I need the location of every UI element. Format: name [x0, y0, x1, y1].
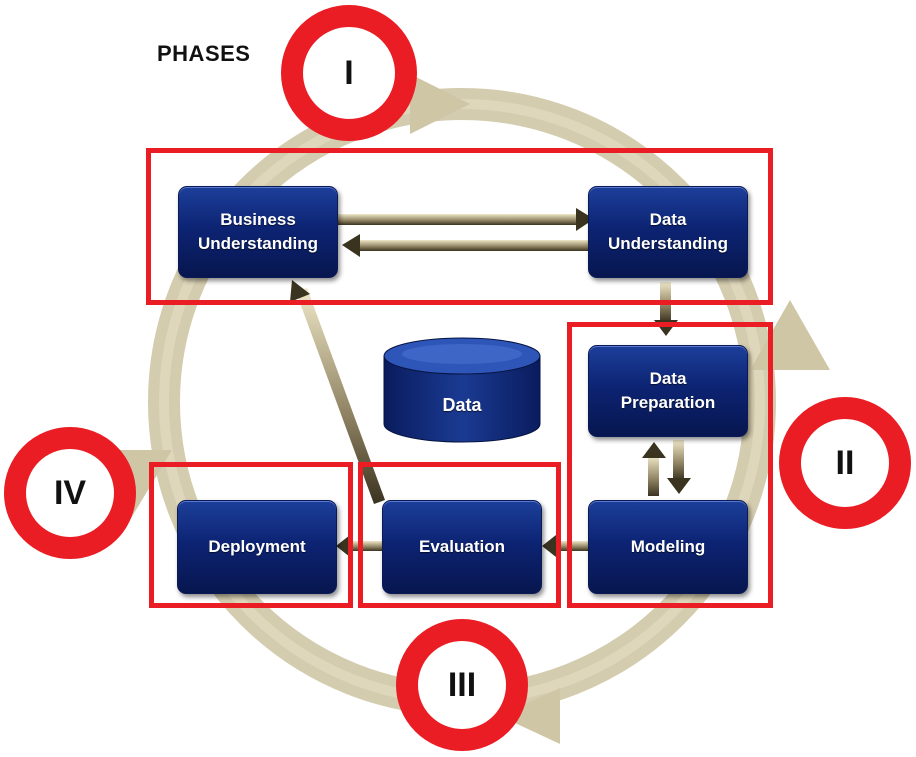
ring-arrowhead-bottom [500, 688, 560, 744]
phase-frame-1 [146, 148, 773, 305]
phase-badge-4: IV [4, 427, 136, 559]
arrow-modeling-to-preparation [648, 456, 659, 496]
phase-frame-4 [149, 462, 353, 608]
phase-badge-1: I [281, 5, 417, 141]
phase-frame-3 [358, 462, 561, 608]
step-deployment: Deployment [177, 500, 337, 594]
ring-arrowhead-top [410, 74, 470, 134]
arrow-modeling-to-evaluation [556, 541, 590, 551]
arrow-business-to-data [336, 214, 576, 225]
arrow-preparation-to-modeling [673, 440, 684, 480]
phase-badge-2: II [779, 397, 911, 529]
step-modeling: Modeling [588, 500, 748, 594]
data-store-cylinder [383, 337, 541, 443]
phases-title: PHASES [157, 41, 251, 66]
step-connectors [290, 208, 691, 557]
data-store-label: Data [442, 395, 482, 415]
step-data-preparation: Data Preparation [588, 345, 748, 437]
arrow-data-to-business [360, 240, 590, 251]
step-business-understanding: Business Understanding [178, 186, 338, 278]
step-evaluation: Evaluation [382, 500, 542, 594]
phase-badge-3: III [396, 619, 528, 751]
phase-frame-2 [567, 322, 773, 608]
step-data-understanding: Data Understanding [588, 186, 748, 278]
arrow-evaluation-to-deployment [344, 541, 384, 551]
arrow-evaluation-to-business [296, 288, 385, 504]
